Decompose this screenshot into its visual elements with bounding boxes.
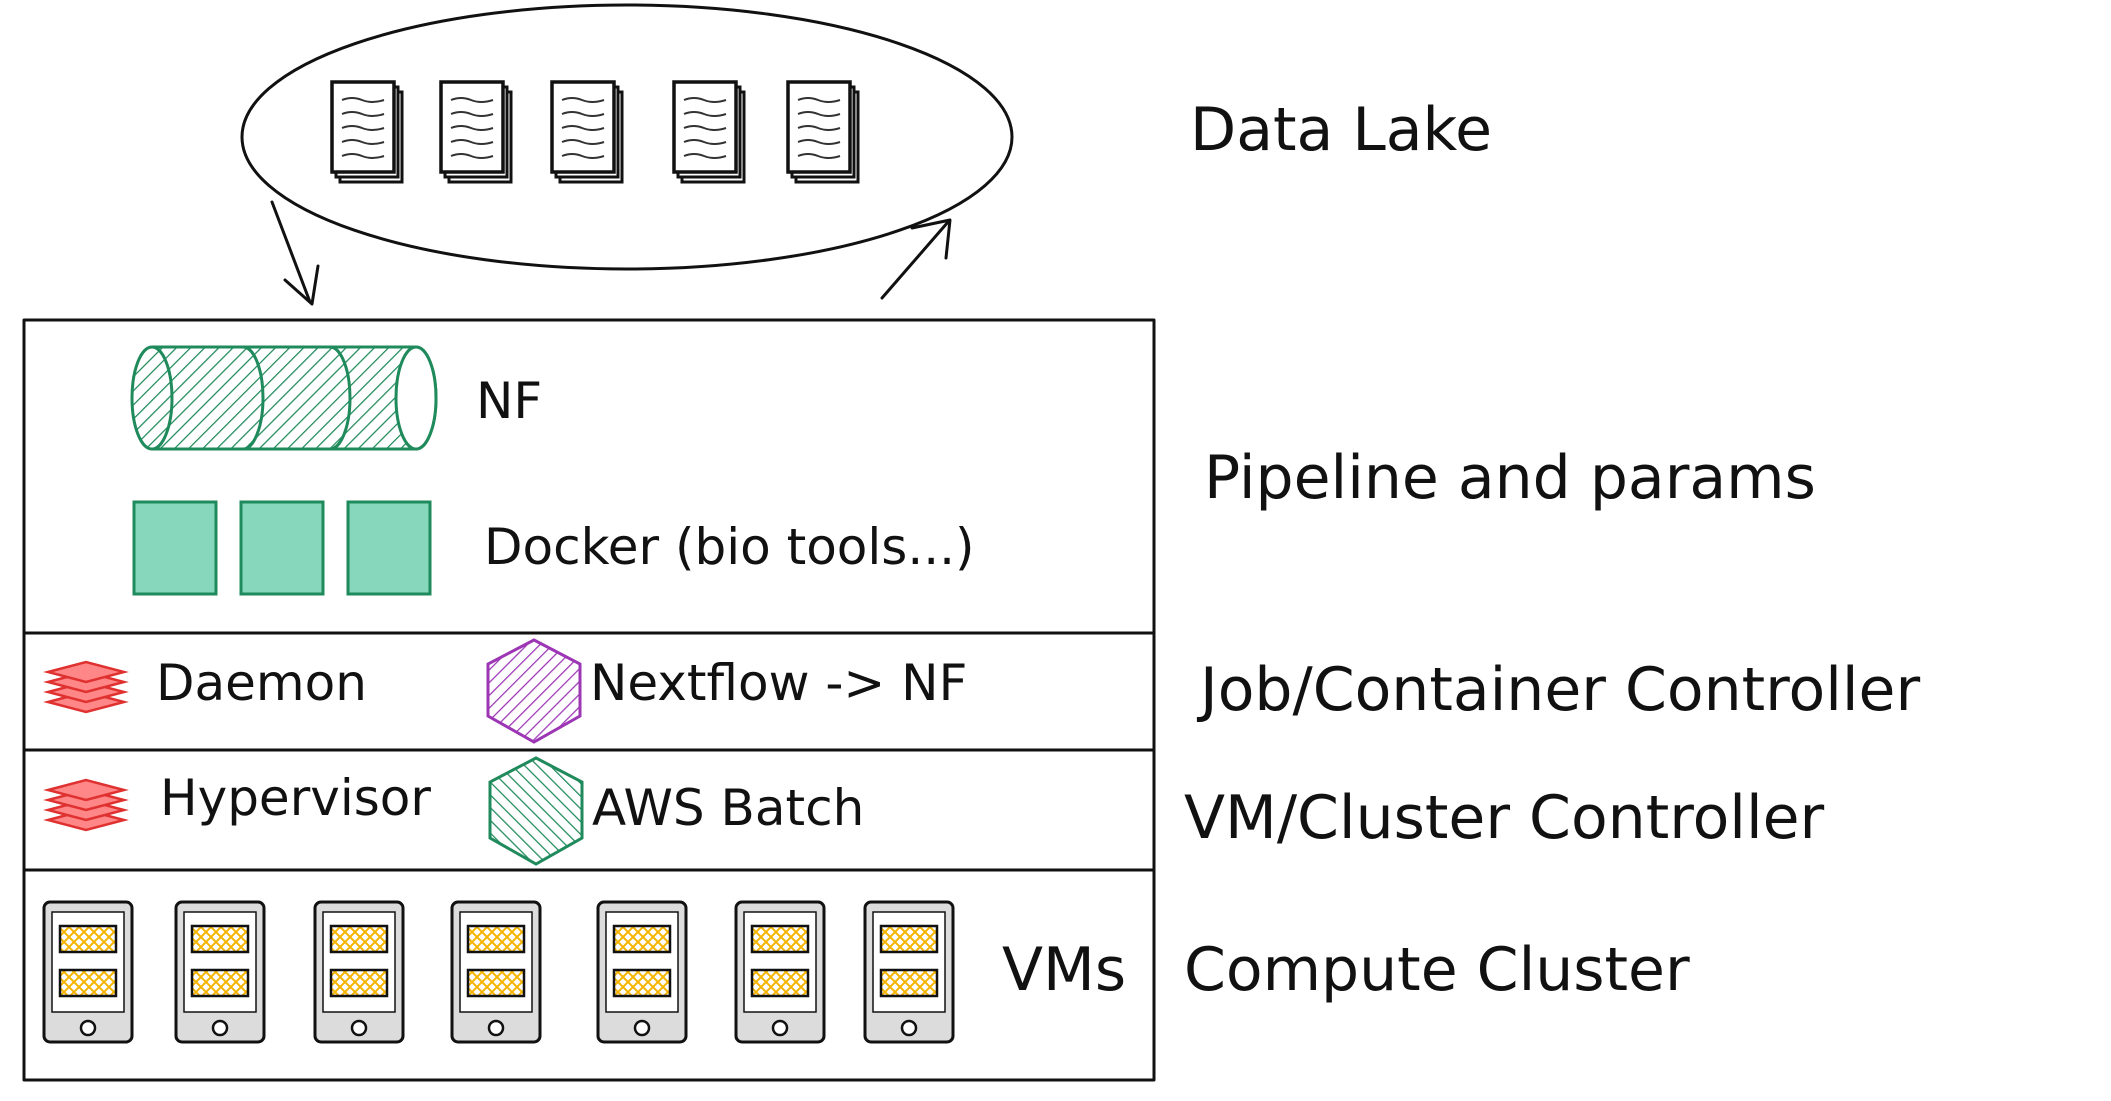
job-controller-layer-label: Job/Container Controller	[1196, 655, 1920, 725]
nextflow-hexagon-icon	[486, 638, 582, 744]
document-icon	[330, 80, 404, 184]
pipeline-layer-label: Pipeline and params	[1204, 443, 1816, 513]
vms-label: VMs	[1002, 935, 1126, 1005]
docker-containers	[132, 500, 432, 596]
daemon-label: Daemon	[156, 654, 367, 712]
nf-cylinder-icon	[130, 345, 438, 451]
document-stacks	[330, 80, 860, 184]
vm-icon	[863, 900, 955, 1044]
layers-stack-icon	[46, 660, 126, 714]
compute-box	[22, 868, 1156, 1082]
vm-controller-layer: Hypervisor AWS Batch VM/Cluster Controll…	[22, 748, 1825, 872]
pipeline-layer: NF Docker (bio tools...) Pipeline and pa…	[22, 318, 1816, 635]
container-icon	[132, 500, 218, 596]
vm-icon	[174, 900, 266, 1044]
job-controller-layer: Daemon Nextflow -> NF Job/Container Cont…	[22, 631, 1920, 752]
docker-label: Docker (bio tools...)	[484, 518, 975, 576]
aws-batch-label: AWS Batch	[592, 779, 864, 837]
vm-icon	[734, 900, 826, 1044]
vm-icon	[450, 900, 542, 1044]
compute-layer: VMs Compute Cluster	[22, 868, 1690, 1082]
container-icon	[346, 500, 432, 596]
compute-layer-label: Compute Cluster	[1184, 935, 1690, 1005]
vm-icon	[42, 900, 134, 1044]
arrow-down-icon	[270, 200, 320, 306]
hypervisor-label: Hypervisor	[160, 769, 431, 827]
document-icon	[439, 80, 513, 184]
nf-label: NF	[476, 372, 542, 430]
document-icon	[672, 80, 746, 184]
nextflow-label: Nextflow -> NF	[590, 654, 967, 712]
data-lake-label: Data Lake	[1190, 95, 1492, 165]
aws-batch-hexagon-icon	[488, 756, 584, 866]
layers-stack-icon	[46, 778, 126, 832]
data-lake: Data Lake	[240, 3, 1492, 271]
vm-devices	[42, 900, 955, 1044]
vm-icon	[313, 900, 405, 1044]
container-icon	[239, 500, 325, 596]
document-icon	[550, 80, 624, 184]
arrow-up-icon	[880, 218, 952, 300]
vm-controller-layer-label: VM/Cluster Controller	[1184, 783, 1825, 853]
data-lake-ellipse	[240, 3, 1014, 271]
vm-icon	[596, 900, 688, 1044]
document-icon	[786, 80, 860, 184]
